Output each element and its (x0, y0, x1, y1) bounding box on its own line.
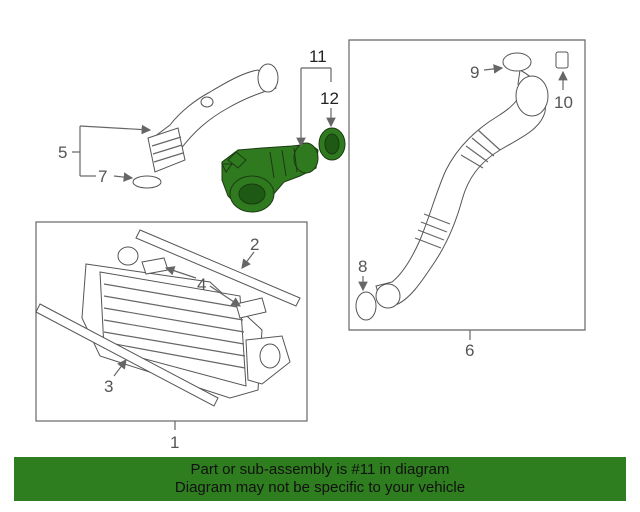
leader-5-top (79, 124, 152, 135)
info-banner: Part or sub-assembly is #11 in diagram D… (14, 457, 626, 501)
air-duct-part-11 (221, 142, 319, 213)
callout-5: 5 (58, 143, 67, 162)
callout-7: 7 (98, 167, 107, 186)
upper-seal-strip (135, 229, 301, 307)
bracket-left (141, 257, 169, 275)
leader-4-left (164, 266, 197, 279)
leader-2 (241, 251, 255, 269)
callout-11: 11 (309, 47, 327, 66)
o-ring-8 (355, 291, 377, 321)
exploded-view: 11 12 5 7 9 10 8 6 2 4 3 1 (35, 39, 586, 452)
duct-group-box (348, 39, 586, 331)
callout-3: 3 (104, 377, 113, 396)
clamp-part-12 (318, 127, 346, 161)
callout-12: 12 (320, 89, 339, 108)
o-ring-9 (502, 52, 532, 72)
leader-7 (113, 172, 134, 182)
callout-2: 2 (250, 235, 259, 254)
charge-pipe (147, 63, 279, 173)
flex-air-duct (375, 51, 569, 309)
o-ring-7 (132, 175, 162, 189)
callout-1: 1 (170, 433, 179, 452)
banner-line-1: Part or sub-assembly is #11 in diagram (190, 461, 450, 478)
leader-9 (483, 64, 504, 74)
lower-seal-strip (35, 303, 219, 407)
leader-3 (113, 359, 127, 377)
bracket-right (235, 297, 267, 319)
intercooler (81, 246, 291, 399)
callout-4: 4 (197, 275, 206, 294)
callout-6: 6 (465, 341, 474, 360)
leader-4-right (209, 285, 241, 307)
intercooler-group-box (35, 221, 308, 422)
callout-8: 8 (358, 257, 367, 276)
banner-line-2: Diagram may not be specific to your vehi… (174, 479, 466, 496)
callout-10: 10 (554, 93, 573, 112)
callout-9: 9 (470, 63, 479, 82)
